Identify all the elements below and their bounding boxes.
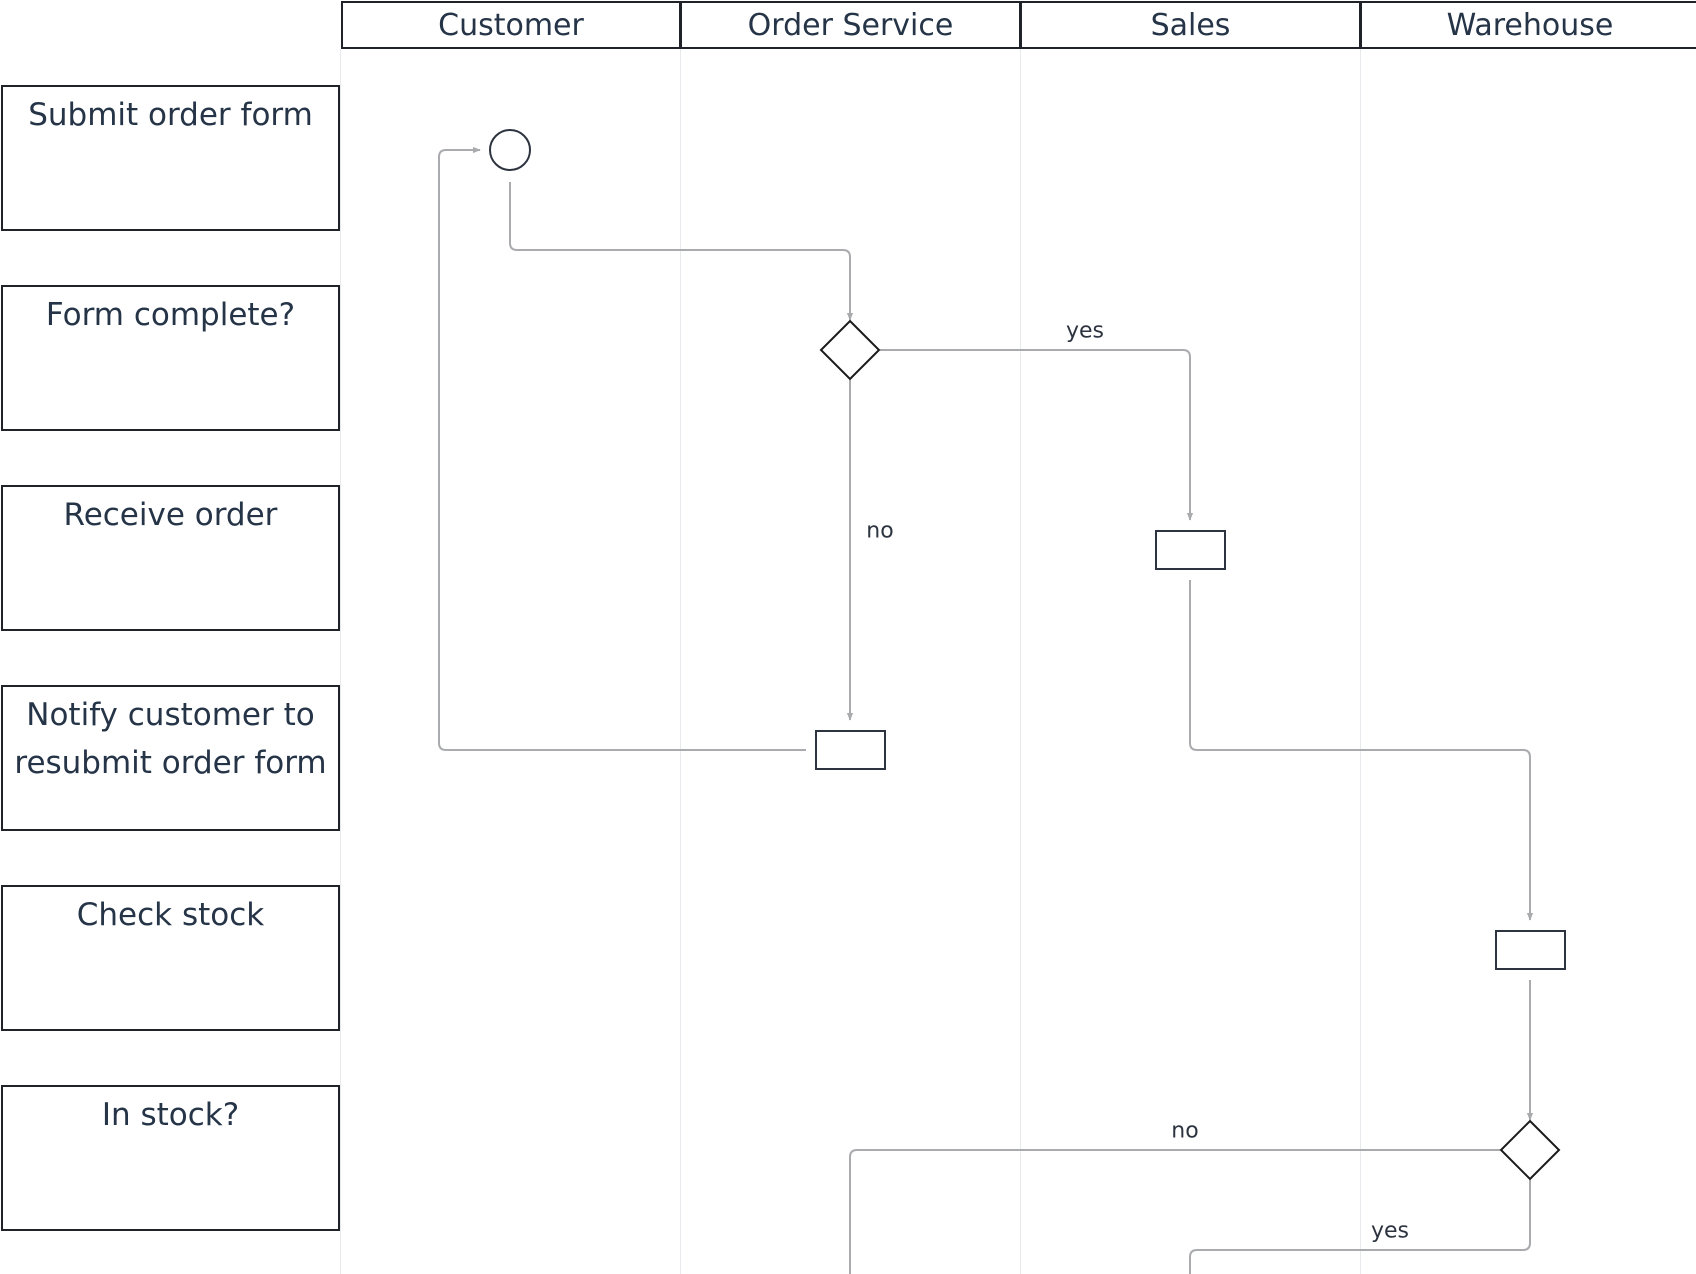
task-node-check-stock[interactable] — [1495, 930, 1566, 970]
step-label-form-complete: Form complete? — [1, 285, 340, 431]
lane-header-order-service: Order Service — [680, 1, 1021, 49]
connector-receive-to-check-stock — [1189, 580, 1534, 921]
step-label-submit-order-form: Submit order form — [1, 85, 340, 231]
lane-divider — [680, 49, 681, 1274]
connector-in-stock-no — [849, 1149, 1500, 1274]
step-label-notify-customer: Notify customer to resubmit order form — [1, 685, 340, 831]
step-label-check-stock: Check stock — [1, 885, 340, 1031]
connector-start-to-form-complete — [509, 182, 854, 321]
task-node-notify-customer[interactable] — [815, 730, 886, 770]
lane-header-customer: Customer — [341, 1, 681, 49]
edge-label-form-complete-yes: yes — [1063, 318, 1107, 344]
step-label-in-stock: In stock? — [1, 1085, 340, 1231]
decision-node-in-stock[interactable] — [1499, 1119, 1561, 1181]
connector-in-stock-yes — [1189, 1180, 1531, 1274]
task-node-receive-order[interactable] — [1155, 530, 1226, 570]
connector-notify-to-start — [438, 146, 806, 751]
start-node[interactable] — [489, 129, 531, 171]
decision-node-form-complete[interactable] — [819, 319, 881, 381]
lane-divider — [1020, 49, 1021, 1274]
lane-header-sales: Sales — [1020, 1, 1361, 49]
edge-label-form-complete-no: no — [864, 518, 896, 544]
step-label-receive-order: Receive order — [1, 485, 340, 631]
connector-form-complete-yes — [880, 349, 1194, 521]
lane-divider — [340, 49, 341, 1274]
edge-label-in-stock-no: no — [1169, 1118, 1201, 1144]
lane-header-warehouse: Warehouse — [1360, 1, 1696, 49]
lane-divider — [1360, 49, 1361, 1274]
edge-label-in-stock-yes: yes — [1368, 1218, 1412, 1244]
